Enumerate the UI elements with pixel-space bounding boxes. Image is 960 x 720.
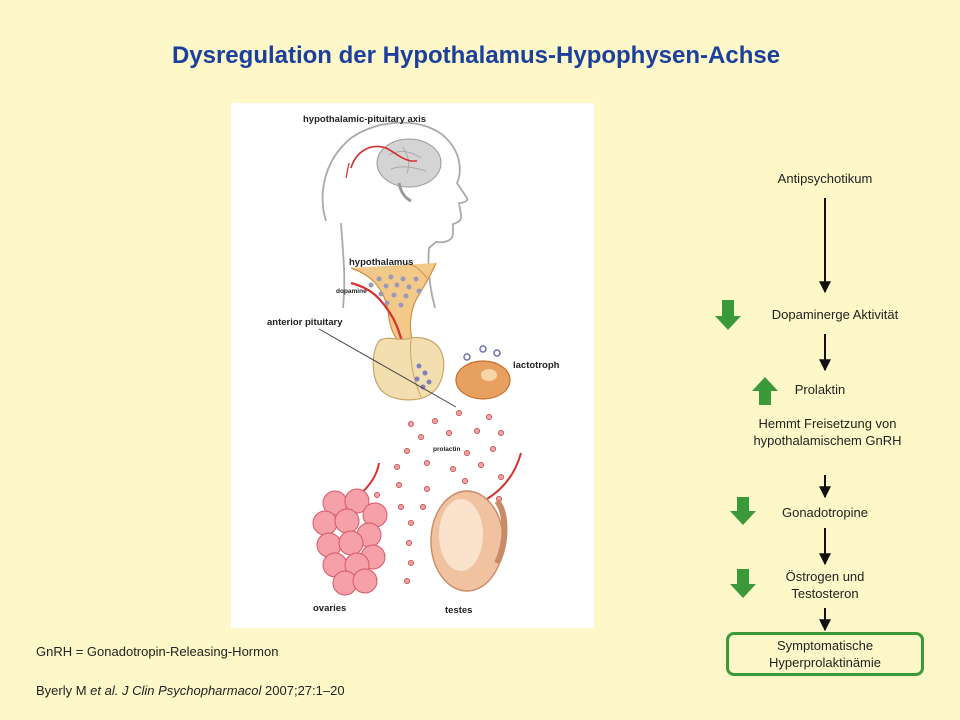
citation-details: 2007;27:1–20 xyxy=(261,683,345,698)
citation-journal: J Clin Psychopharmacol xyxy=(118,683,262,698)
label-testes: testes xyxy=(445,605,472,616)
result-box: Symptomatische Hyperprolaktinämie xyxy=(726,632,924,676)
pituitary-prolactin-dots xyxy=(414,363,432,390)
result-text: Symptomatische Hyperprolaktinämie xyxy=(769,638,881,670)
up-arrow-icon xyxy=(752,377,778,405)
nerve-path xyxy=(350,145,417,169)
down-arrow-icon xyxy=(715,300,741,330)
label-hypothalamus: hypothalamus xyxy=(349,257,413,268)
flow-step-antipsychotikum: Antipsychotikum xyxy=(777,171,873,186)
flow-step-gonadotropine: Gonadotropine xyxy=(781,505,868,520)
citation-et-al: et al. xyxy=(90,683,119,698)
pointer-line xyxy=(318,328,457,408)
head-outline xyxy=(321,121,469,309)
abbreviation-note: GnRH = Gonadotropin-Releasing-Hormon xyxy=(36,644,279,659)
citation: Byerly M et al. J Clin Psychopharmacol 2… xyxy=(36,683,345,698)
testes-icon xyxy=(430,452,522,592)
flow-step-dopaminerge-aktivitaet: Dopaminerge Aktivität xyxy=(771,307,899,322)
anterior-pituitary xyxy=(372,336,445,401)
label-prolactin: prolactin xyxy=(433,446,460,453)
lactotroph-cell xyxy=(455,360,511,400)
ovaries-icon xyxy=(312,462,388,596)
label-dopamine: dopamine xyxy=(336,288,367,295)
slide-title: Dysregulation der Hypothalamus-Hypophyse… xyxy=(171,42,781,69)
label-lactotroph: lactotroph xyxy=(513,360,560,371)
flow-step-oestrogen-testosteron: Östrogen und Testosteron xyxy=(785,569,865,601)
dopamine-dots xyxy=(368,274,422,308)
down-arrow-icon xyxy=(730,497,756,525)
flow-step-prolaktin: Prolaktin xyxy=(794,382,846,397)
citation-author: Byerly M xyxy=(36,683,91,698)
label-axis: hypothalamic-pituitary axis xyxy=(303,114,426,125)
label-ovaries: ovaries xyxy=(313,603,346,614)
label-anterior-pituitary: anterior pituitary xyxy=(267,317,343,328)
head-neck xyxy=(340,222,346,309)
prolactin-dots xyxy=(374,410,504,584)
flow-step-gnrh-inhibition: Hemmt Freisetzung von hypothalamischem G… xyxy=(753,416,902,448)
hpa-axis-illustration: hypothalamic-pituitary axis hypothalamus… xyxy=(231,103,594,628)
down-arrow-icon xyxy=(730,569,756,598)
